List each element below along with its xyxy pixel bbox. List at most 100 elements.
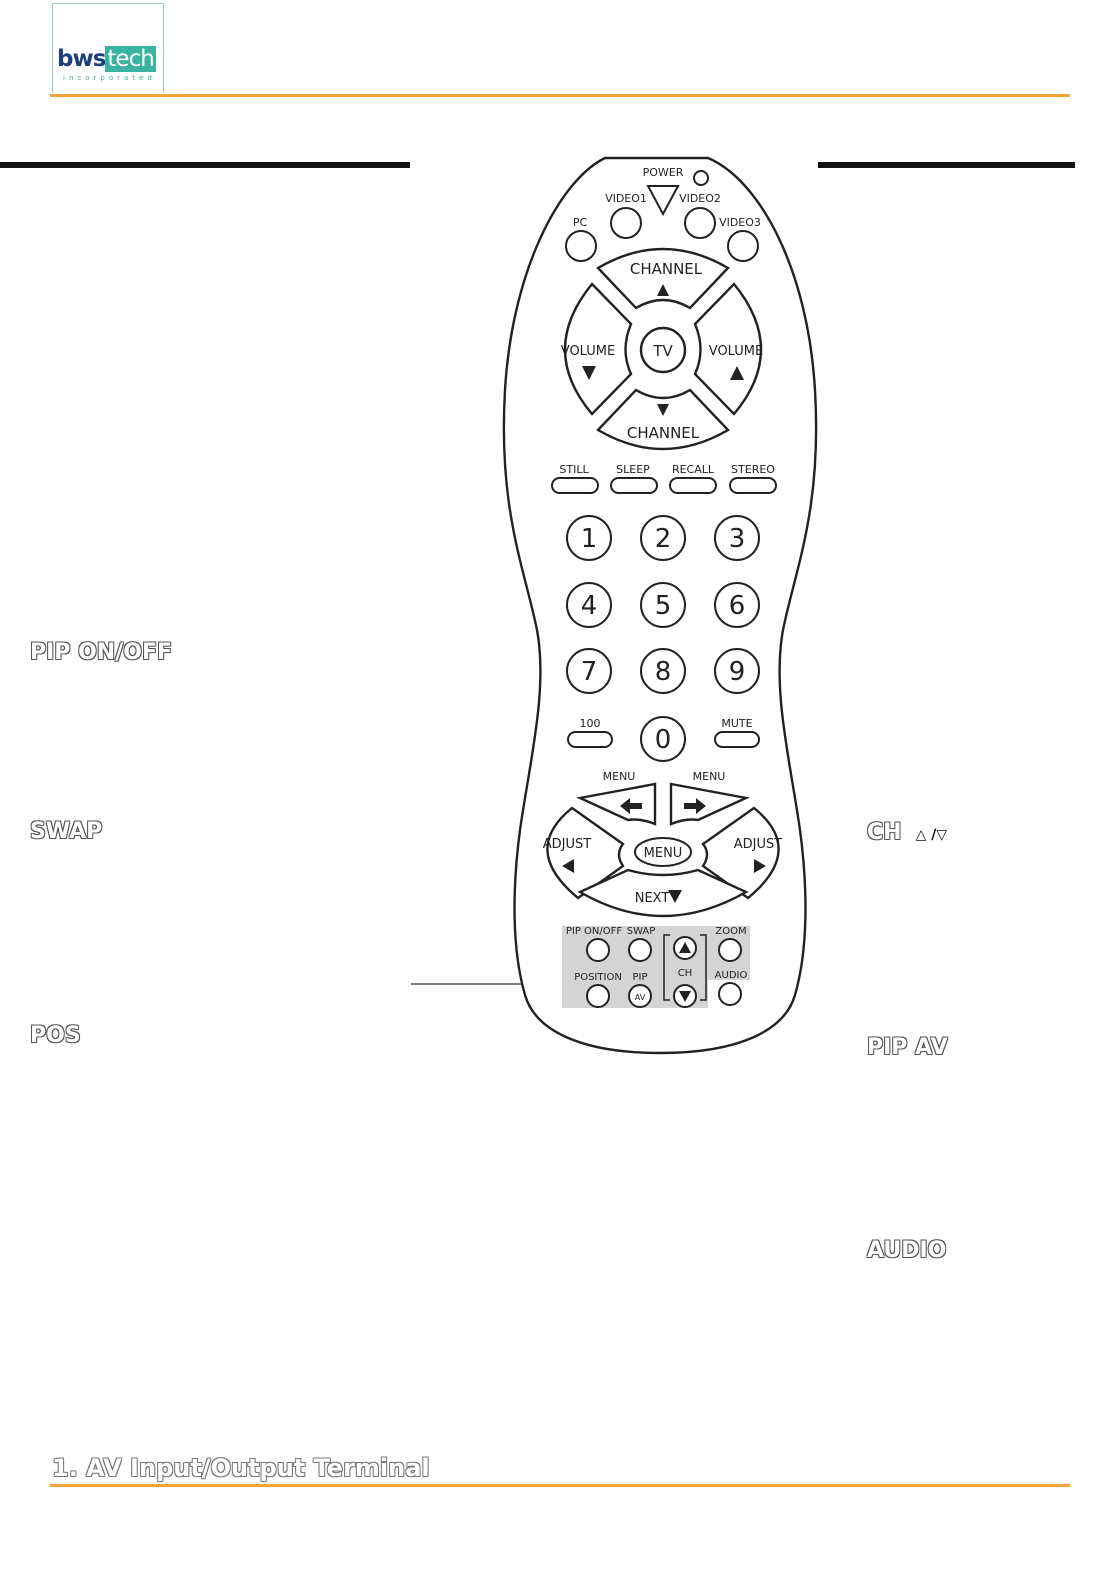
- adjust-left-label: ADJUST: [543, 837, 592, 852]
- digit-4-label: 4: [581, 591, 598, 621]
- digit-4-button: [566, 582, 612, 628]
- adjust-right-button: [701, 806, 780, 900]
- swap-button: [628, 938, 652, 962]
- hundred-button: [567, 731, 613, 748]
- digit-6-button: [714, 582, 760, 628]
- digit-6-label: 6: [729, 591, 746, 621]
- logo-tagline: incorporated: [63, 74, 156, 82]
- channel-up-label: CHANNEL: [630, 260, 703, 278]
- digit-7-button: [566, 648, 612, 694]
- digit-1-button: [566, 515, 612, 561]
- hundred-label: 100: [580, 717, 601, 730]
- zoom-button: [718, 938, 742, 962]
- power-button: [646, 185, 680, 217]
- power-label: POWER: [643, 166, 684, 179]
- digit-8-button: [640, 648, 686, 694]
- still-label: STILL: [559, 463, 589, 476]
- menu-center-button: [634, 837, 692, 867]
- digit-1-label: 1: [581, 524, 598, 554]
- label-pip-av: PIP AV: [867, 1035, 948, 1060]
- menu-right-label: MENU: [693, 770, 726, 783]
- company-logo: bwstech incorporated: [52, 3, 164, 93]
- tv-label: TV: [652, 342, 673, 360]
- pc-label: PC: [573, 216, 588, 229]
- label-audio: AUDIO: [867, 1238, 947, 1263]
- position-button: [586, 984, 610, 1008]
- next-button: [577, 868, 749, 918]
- next-label: NEXT: [635, 891, 670, 906]
- video1-button: [610, 207, 642, 239]
- power-led: [693, 170, 709, 186]
- mute-button: [714, 731, 760, 748]
- logo-wordmark: bwstech: [57, 46, 156, 72]
- section-title: 1. AV Input/Output Terminal: [52, 1454, 430, 1482]
- channel-down-label: CHANNEL: [627, 424, 700, 442]
- pip-ch-down-arrow-icon: [679, 991, 691, 1002]
- volume-down-button: [563, 282, 633, 416]
- ch-bracket-left: [663, 934, 670, 1001]
- video1-label: VIDEO1: [605, 192, 647, 205]
- footer-rule: [50, 1484, 1070, 1487]
- digit-0-label: 0: [655, 725, 672, 755]
- channel-up-arrow-icon: [657, 284, 669, 296]
- digit-5-button: [640, 582, 686, 628]
- left-arrow-icon: [620, 798, 642, 814]
- digit-8-label: 8: [655, 657, 672, 687]
- label-ch-arrows: △ /▽: [915, 827, 948, 843]
- video2-label: VIDEO2: [679, 192, 721, 205]
- digit-2-button: [640, 515, 686, 561]
- pip-av-button: [628, 984, 652, 1008]
- channel-down-button: [596, 388, 730, 451]
- volume-down-arrow-icon: [582, 366, 596, 380]
- digit-3-label: 3: [729, 524, 746, 554]
- pip-label: PIP: [632, 972, 647, 983]
- pip-on-off-label: PIP ON/OFF: [566, 926, 623, 937]
- volume-up-button: [693, 282, 763, 416]
- stereo-label: STEREO: [731, 463, 775, 476]
- header-rule: [50, 94, 1070, 97]
- volume-down-label: VOLUME: [561, 344, 615, 359]
- pip-ch-label: CH: [678, 968, 693, 979]
- volume-up-label: VOLUME: [709, 344, 763, 359]
- recall-button: [669, 477, 717, 494]
- label-pip-on-off: PIP ON/OFF: [30, 640, 173, 665]
- right-arrow-icon: [684, 798, 706, 814]
- position-label: POSITION: [574, 972, 622, 983]
- digit-2-label: 2: [655, 524, 672, 554]
- next-arrow-icon: [668, 890, 682, 903]
- digit-0-button: [640, 716, 686, 762]
- label-pos: POS: [30, 1023, 81, 1048]
- volume-up-arrow-icon: [730, 366, 744, 380]
- audio-button: [718, 982, 742, 1006]
- digit-9-button: [714, 648, 760, 694]
- menu-center-label: MENU: [644, 846, 683, 861]
- pip-ch-up-arrow-icon: [679, 942, 691, 953]
- menu-left-label: MENU: [603, 770, 636, 783]
- video3-label: VIDEO3: [719, 216, 761, 229]
- digit-7-label: 7: [581, 657, 598, 687]
- right-black-rule: [818, 162, 1075, 168]
- mute-label: MUTE: [721, 717, 752, 730]
- digit-9-label: 9: [729, 657, 746, 687]
- still-button: [551, 477, 599, 494]
- left-black-rule: [0, 162, 410, 168]
- digit-3-button: [714, 515, 760, 561]
- channel-down-arrow-icon: [657, 404, 669, 416]
- zoom-label: ZOOM: [715, 926, 746, 937]
- sleep-label: SLEEP: [616, 463, 650, 476]
- pip-av-label: AV: [635, 993, 646, 1002]
- label-ch: CH△ /▽: [867, 820, 948, 845]
- recall-label: RECALL: [672, 463, 715, 476]
- tv-button: [639, 326, 687, 374]
- ch-bracket-right: [700, 934, 707, 1001]
- adjust-right-arrow-icon: [754, 859, 766, 873]
- adjust-left-arrow-icon: [562, 859, 574, 873]
- video2-button: [684, 207, 716, 239]
- menu-left-button: [576, 782, 657, 826]
- numeric-keypad: 1 2 3 4 5 6 7 8 9: [566, 515, 760, 694]
- digit-5-label: 5: [655, 591, 672, 621]
- video3-button: [727, 230, 759, 262]
- adjust-right-label: ADJUST: [734, 837, 783, 852]
- adjust-left-button: [546, 806, 625, 900]
- remote-control-illustration: .o { fill:#fff; stroke:#222; stroke-widt…: [502, 156, 818, 1055]
